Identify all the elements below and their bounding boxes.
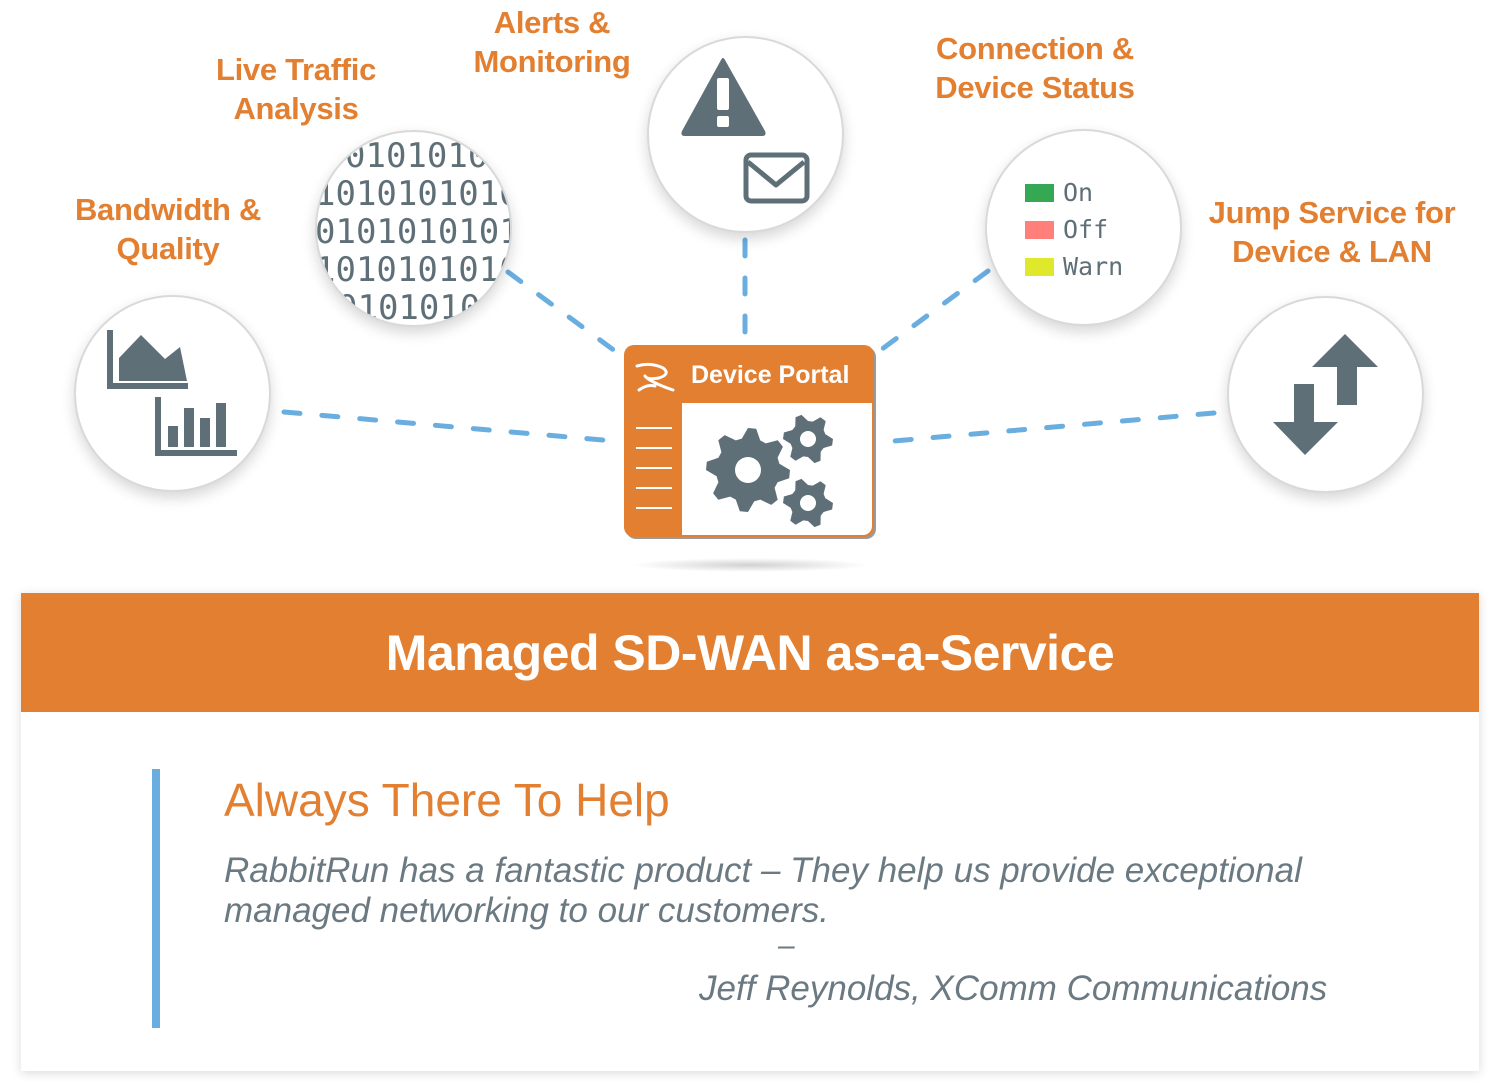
menu-line <box>636 447 672 449</box>
testimonial-card: Managed SD-WAN as-a-Service Always There… <box>21 593 1479 1071</box>
envelope-icon <box>743 152 810 204</box>
quote-text: RabbitRun has a fantastic product – They… <box>224 851 1302 930</box>
legend-item-on: On <box>1025 178 1093 207</box>
gears-icon <box>706 414 833 528</box>
portal-title: Device Portal <box>691 361 850 389</box>
menu-line <box>636 507 672 509</box>
menu-line <box>636 467 672 469</box>
warning-icon <box>681 58 766 136</box>
status-swatch-on <box>1025 183 1054 202</box>
traffic-circle: 0101010 1010101010 0101010101 1010101010… <box>315 130 512 327</box>
connector-status <box>875 268 991 355</box>
feature-label-jump: Jump Service for Device & LAN <box>1208 195 1456 269</box>
chart-icon <box>107 330 237 456</box>
gear-small-top-hole <box>800 431 816 447</box>
quote-dash: – <box>778 929 795 962</box>
legend-item-warn: Warn <box>1025 252 1123 281</box>
alerts-circle <box>647 36 844 233</box>
connector-traffic <box>505 269 622 357</box>
menu-line <box>636 427 672 429</box>
gear-large-hole <box>735 457 761 483</box>
bandwidth-circle <box>74 295 271 492</box>
up-down-arrows-icon <box>1273 334 1378 455</box>
feature-label-bandwidth: Bandwidth & Quality <box>74 192 262 266</box>
status-swatch-warn <box>1025 257 1054 276</box>
jump-circle <box>1227 296 1424 493</box>
legend-item-off: Off <box>1025 215 1108 244</box>
feature-label-alerts: Alerts & Monitoring <box>473 5 631 79</box>
quote-heading: Always There To Help <box>224 774 670 826</box>
quote-author: Jeff Reynolds, XComm Communications <box>699 969 1328 1008</box>
connector-lines <box>281 237 1217 445</box>
portal-body <box>682 403 872 535</box>
status-circle: On Off Warn <box>985 129 1182 326</box>
portal-shadow <box>630 558 870 572</box>
connector-bandwidth <box>281 409 617 444</box>
rabbit-logo-icon <box>635 362 675 392</box>
feature-label-traffic: Live Traffic Analysis <box>215 52 377 126</box>
connector-jump <box>879 410 1217 445</box>
gear-small-bottom-hole <box>800 495 816 511</box>
feature-label-status: Connection & Device Status <box>935 31 1135 105</box>
quote-accent-bar <box>152 769 160 1028</box>
menu-line <box>636 487 672 489</box>
device-portal: Device Portal <box>624 345 874 537</box>
banner: Managed SD-WAN as-a-Service <box>21 593 1479 712</box>
banner-title: Managed SD-WAN as-a-Service <box>385 624 1115 681</box>
status-swatch-off <box>1025 220 1054 239</box>
